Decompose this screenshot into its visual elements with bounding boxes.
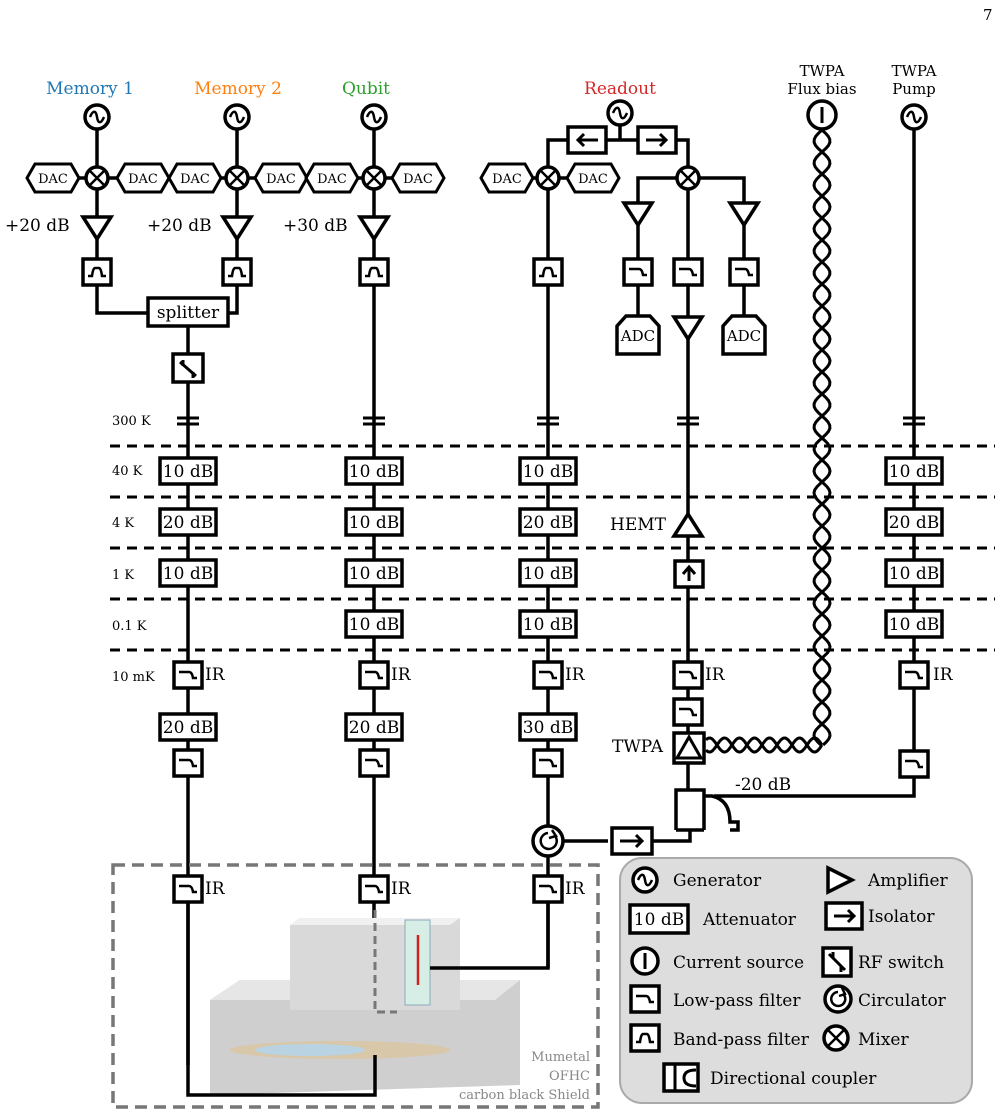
ro-ir-2: IR <box>565 879 586 899</box>
dac-mem1-b: DAC <box>128 172 158 187</box>
mem-att-4k: 20 dB <box>163 513 213 533</box>
legend-attenuator: Attenuator <box>702 910 797 930</box>
mem-att-40k: 10 dB <box>163 462 213 482</box>
splitter-label: splitter <box>157 303 220 323</box>
pump-ir: IR <box>933 665 954 685</box>
page-number: 7 <box>983 6 993 24</box>
memory2-label: Memory 2 <box>194 79 282 99</box>
stage-01k: 0.1 K <box>112 619 147 634</box>
shield-carbon: carbon black Shield <box>459 1088 590 1103</box>
gain-mem1: +20 dB <box>5 216 70 236</box>
adc-1: ADC <box>620 327 655 345</box>
stage-10mk: 10 mK <box>112 670 155 685</box>
ro-ir-1: IR <box>565 665 586 685</box>
qubit-ir-1: IR <box>391 665 412 685</box>
twpa-pump-chain <box>884 103 944 779</box>
pump-att-4k: 20 dB <box>889 513 939 533</box>
twpa-pump-label-2: Pump <box>892 80 936 98</box>
stage-4k: 4 K <box>112 516 134 531</box>
splitter-box <box>146 296 230 328</box>
pump-att-40k: 10 dB <box>889 462 939 482</box>
gain-qubit: +30 dB <box>283 216 348 236</box>
qubit-att-1k: 10 dB <box>349 564 399 584</box>
legend-mixer: Mixer <box>858 1030 909 1050</box>
dac-readout-b: DAC <box>578 172 608 187</box>
pump-att-1k: 10 dB <box>889 564 939 584</box>
qubit-att-01k: 10 dB <box>349 615 399 635</box>
legend <box>619 857 973 1104</box>
twpa-pump-label-1: TWPA <box>892 62 937 80</box>
readout-label: Readout <box>584 79 656 99</box>
twpa-flux-label-2: Flux bias <box>787 80 856 98</box>
legend-low-pass: Low-pass filter <box>673 991 801 1011</box>
legend-amplifier: Amplifier <box>867 871 949 891</box>
circulator <box>531 824 565 858</box>
dac-readout-a: DAC <box>492 172 522 187</box>
ro-att-4k: 20 dB <box>523 513 573 533</box>
legend-isolator: Isolator <box>868 907 935 927</box>
hemt-label: HEMT <box>610 515 667 535</box>
adc-2: ADC <box>726 327 761 345</box>
qubit-att-4k: 10 dB <box>349 513 399 533</box>
qubit-att-40k: 10 dB <box>349 462 399 482</box>
dac-mem2-b: DAC <box>266 172 296 187</box>
qubit-label: Qubit <box>342 79 390 99</box>
twpa-flux-chain <box>705 99 838 754</box>
mem-att-1k: 10 dB <box>163 564 213 584</box>
legend-current-source: Current source <box>673 953 804 973</box>
legend-band-pass: Band-pass filter <box>673 1030 810 1050</box>
qubit-chain <box>304 103 446 930</box>
memory1-chain <box>25 103 171 315</box>
stage-40k: 40 K <box>112 464 143 479</box>
cavity-device <box>210 910 520 1095</box>
legend-generator: Generator <box>673 871 762 891</box>
ro-att-01k: 10 dB <box>523 615 573 635</box>
memory2-chain <box>167 103 309 315</box>
readout-to-cavity <box>430 902 550 970</box>
legend-rf-switch: RF switch <box>858 953 944 973</box>
qubit-ir-2: IR <box>391 879 412 899</box>
rf-switch <box>171 352 205 384</box>
memory1-label: Memory 1 <box>46 79 134 99</box>
stage-300k: 300 K <box>112 414 151 429</box>
dac-qubit-a: DAC <box>317 172 347 187</box>
memory-to-cavity <box>186 902 377 1097</box>
mem-ir-1: IR <box>205 665 226 685</box>
ro-att-1k: 10 dB <box>523 564 573 584</box>
stage-1k: 1 K <box>112 568 134 583</box>
shield-box <box>111 863 600 1109</box>
legend-att-box: 10 dB <box>634 910 684 930</box>
twpa-label: TWPA <box>612 737 664 757</box>
qubit-att-10mk: 20 dB <box>349 718 399 738</box>
legend-circulator: Circulator <box>858 991 947 1011</box>
dac-mem2-a: DAC <box>180 172 210 187</box>
mem-ir-2: IR <box>205 879 226 899</box>
readout-chain <box>479 99 916 968</box>
ro-att-40k: 10 dB <box>523 462 573 482</box>
gain-mem2: +20 dB <box>147 216 212 236</box>
ro-att-10mk: 30 dB <box>523 718 573 738</box>
coupler-atten: -20 dB <box>735 775 791 795</box>
dac-mem1-a: DAC <box>38 172 68 187</box>
legend-directional-coupler: Directional coupler <box>710 1069 877 1089</box>
twpa-flux-label-1: TWPA <box>800 62 845 80</box>
out-ir: IR <box>705 665 726 685</box>
shield-ofhc: OFHC <box>549 1069 590 1084</box>
pump-att-01k: 10 dB <box>889 615 939 635</box>
dac-qubit-b: DAC <box>403 172 433 187</box>
mem-att-10mk: 20 dB <box>163 718 213 738</box>
shield-mumetal: Mumetal <box>531 1050 590 1065</box>
